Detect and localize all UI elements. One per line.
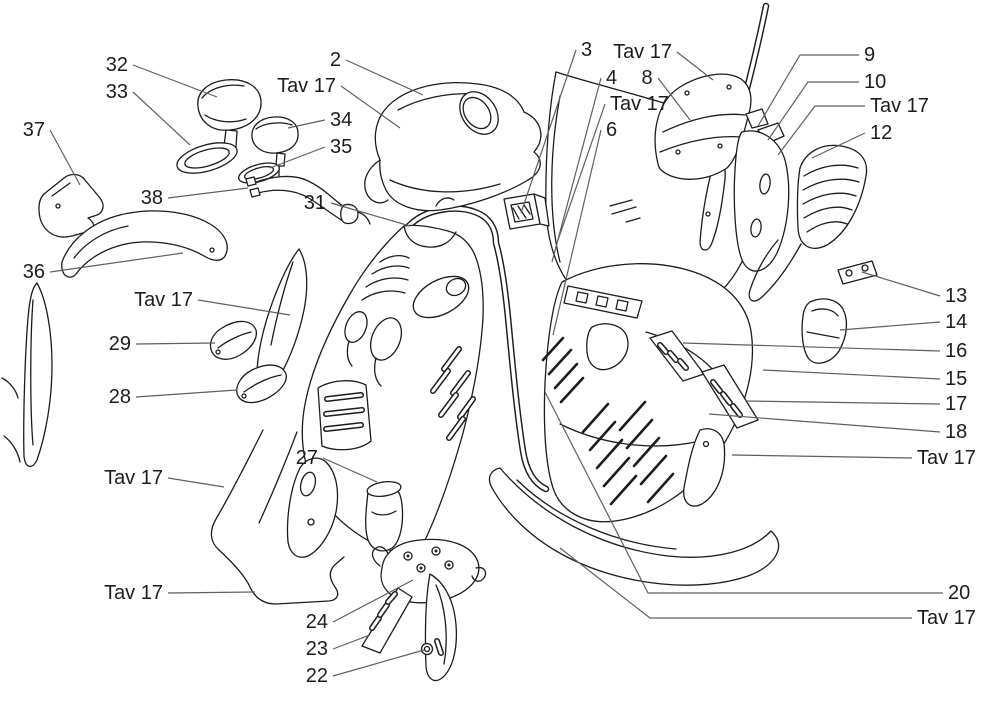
callout-label-13: 27 bbox=[296, 447, 318, 469]
leader-line-25 bbox=[757, 54, 859, 127]
leader-line-20 bbox=[676, 51, 714, 81]
part-ring-33 bbox=[176, 142, 238, 174]
callout-label-2: 37 bbox=[23, 119, 45, 141]
leader-line-12 bbox=[332, 649, 425, 677]
callout-label-19: 3 bbox=[581, 39, 592, 61]
callout-label-8: Tav 17 bbox=[104, 467, 163, 489]
leader-line-4 bbox=[49, 252, 184, 273]
part-side-rails bbox=[649, 330, 759, 507]
leader-line-6 bbox=[135, 342, 216, 345]
leader-line-7 bbox=[135, 389, 238, 398]
leader-line-36 bbox=[544, 391, 943, 594]
callout-label-11: 23 bbox=[306, 638, 328, 660]
leader-line-8 bbox=[167, 477, 225, 488]
leader-line-32 bbox=[762, 369, 941, 380]
leader-line-11 bbox=[332, 634, 371, 650]
leader-line-3 bbox=[167, 187, 249, 199]
leader-line-37 bbox=[559, 547, 912, 619]
part-fork-covers-27 bbox=[286, 457, 404, 558]
callout-label-33: 17 bbox=[945, 393, 967, 415]
callout-label-0: 32 bbox=[106, 54, 128, 76]
leader-line-34 bbox=[708, 413, 941, 433]
part-gauge-34 bbox=[251, 116, 299, 177]
callout-label-4: 36 bbox=[23, 261, 45, 283]
part-shield-trim-31 bbox=[395, 205, 550, 493]
callout-label-21: 4 bbox=[606, 67, 617, 89]
callout-label-12: 22 bbox=[306, 665, 328, 687]
callout-label-1: 33 bbox=[106, 81, 128, 103]
part-floor-mat bbox=[541, 336, 675, 506]
leader-line-15 bbox=[340, 85, 401, 129]
leader-line-29 bbox=[861, 271, 941, 297]
part-far-left-blade bbox=[1, 282, 53, 467]
leader-line-24 bbox=[552, 129, 602, 336]
part-fender-24 bbox=[371, 538, 487, 604]
part-trim-28 bbox=[236, 364, 287, 404]
callout-label-5: Tav 17 bbox=[134, 289, 193, 311]
part-bracket-13 bbox=[837, 260, 878, 285]
leader-line-18 bbox=[330, 202, 411, 227]
leader-line-10 bbox=[332, 579, 414, 623]
callout-label-6: 29 bbox=[109, 333, 131, 355]
part-spoiler bbox=[210, 429, 345, 605]
callout-label-15: Tav 17 bbox=[277, 75, 336, 97]
callout-label-23: Tav 17 bbox=[610, 93, 669, 115]
callout-label-10: 24 bbox=[306, 611, 328, 633]
callout-label-30: 14 bbox=[945, 311, 967, 333]
leader-line-2 bbox=[49, 129, 81, 186]
callout-label-27: Tav 17 bbox=[870, 95, 929, 117]
leader-line-5 bbox=[197, 299, 291, 316]
part-blade-right bbox=[424, 573, 458, 682]
leader-line-30 bbox=[839, 321, 941, 331]
callout-label-29: 13 bbox=[945, 285, 967, 307]
callout-label-14: 2 bbox=[330, 49, 341, 71]
callout-label-3: 38 bbox=[141, 187, 163, 209]
part-bracket-37 bbox=[38, 173, 104, 238]
leader-line-26 bbox=[767, 81, 859, 141]
callout-label-18: 31 bbox=[304, 192, 326, 214]
leader-line-14 bbox=[345, 59, 424, 96]
leader-line-33 bbox=[744, 400, 941, 405]
part-screw-22 bbox=[420, 642, 434, 656]
leader-line-21 bbox=[551, 77, 602, 263]
leader-line-22 bbox=[657, 77, 691, 121]
callout-label-26: 10 bbox=[864, 71, 886, 93]
leader-line-23 bbox=[557, 103, 606, 241]
leader-line-27 bbox=[777, 105, 865, 156]
part-rear-panel bbox=[733, 108, 790, 272]
leader-line-17 bbox=[269, 146, 326, 169]
callout-label-17: 35 bbox=[330, 136, 352, 158]
part-strip-23 bbox=[361, 587, 413, 654]
leader-line-9 bbox=[167, 591, 256, 594]
leader-line-28 bbox=[811, 132, 866, 159]
callout-label-16: 34 bbox=[330, 109, 352, 131]
callout-label-36: 20 bbox=[948, 582, 970, 604]
callout-label-34: 18 bbox=[945, 421, 967, 443]
leader-line-0 bbox=[132, 64, 218, 98]
leader-line-1 bbox=[132, 91, 191, 146]
callout-label-20: Tav 17 bbox=[613, 41, 672, 63]
leader-line-19 bbox=[520, 49, 577, 214]
part-trim-29 bbox=[209, 320, 258, 360]
callout-label-24: 6 bbox=[606, 119, 617, 141]
leader-line-35 bbox=[731, 454, 913, 459]
callout-label-35: Tav 17 bbox=[917, 447, 976, 469]
leader-line-31 bbox=[682, 342, 941, 352]
part-front-shield bbox=[301, 224, 484, 554]
callout-label-28: 12 bbox=[870, 122, 892, 144]
callout-label-37: Tav 17 bbox=[917, 607, 976, 629]
callout-label-7: 28 bbox=[109, 386, 131, 408]
leader-line-16 bbox=[287, 119, 326, 129]
callout-label-22: 8 bbox=[641, 67, 652, 89]
part-top-carrier bbox=[654, 73, 752, 180]
callout-label-32: 15 bbox=[945, 368, 967, 390]
leader-line-13 bbox=[322, 457, 378, 483]
callout-label-25: 9 bbox=[864, 44, 875, 66]
callout-label-31: 16 bbox=[945, 340, 967, 362]
callout-label-9: Tav 17 bbox=[104, 582, 163, 604]
part-belly-panel bbox=[488, 467, 780, 586]
